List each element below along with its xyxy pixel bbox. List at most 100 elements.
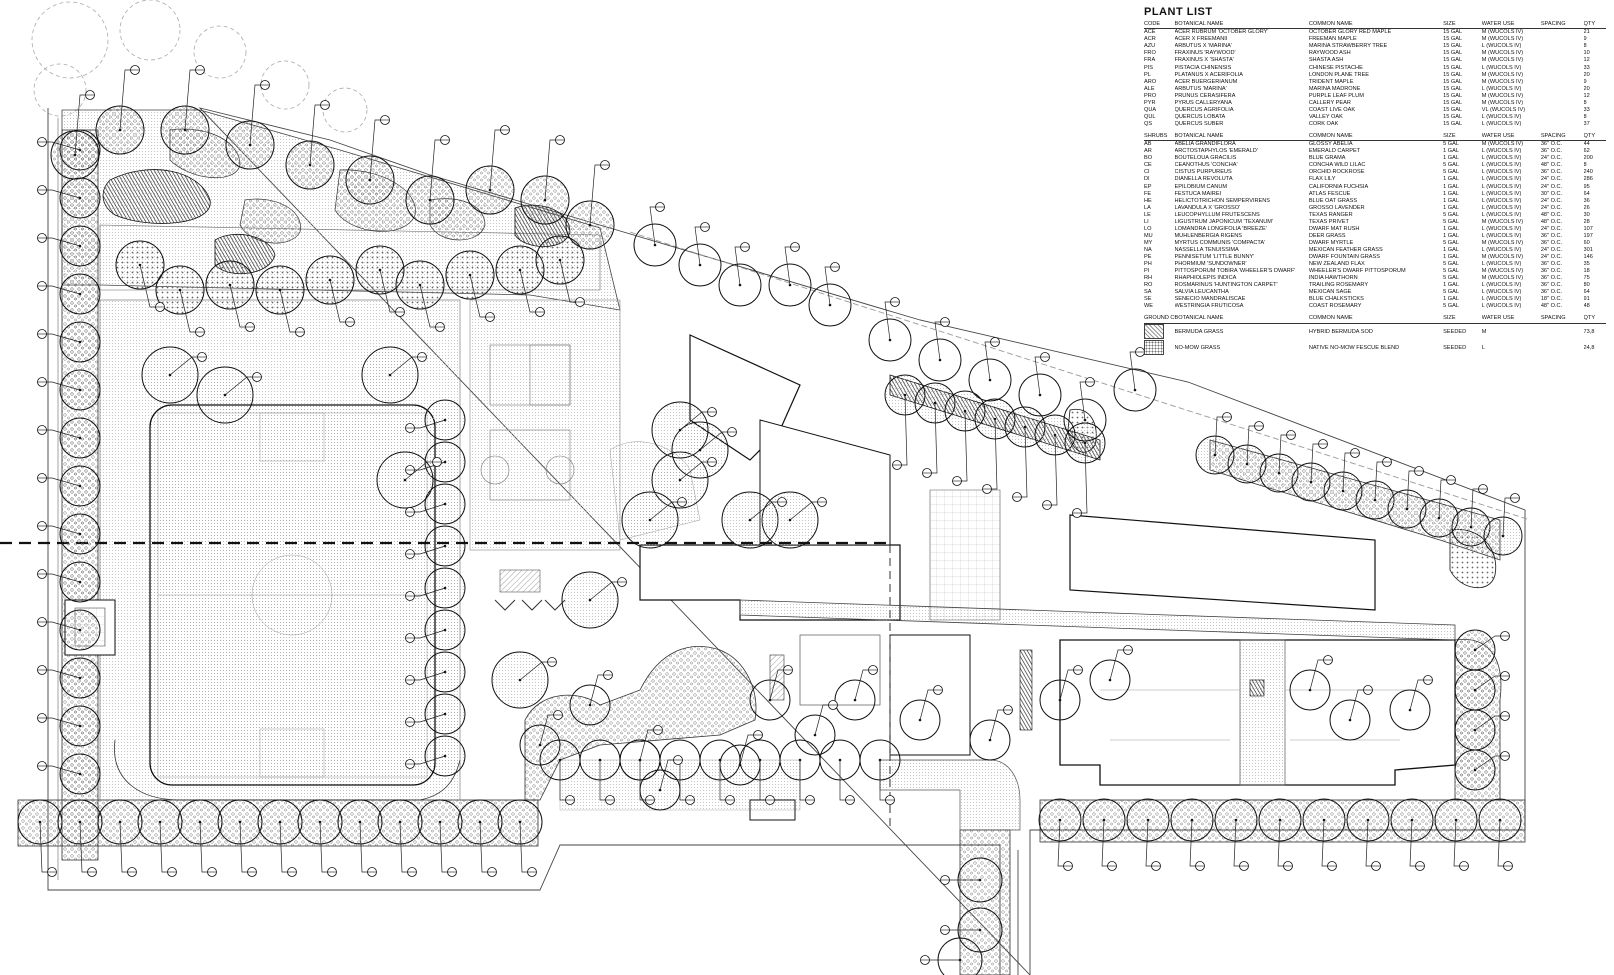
groundcover-water: M bbox=[1481, 328, 1487, 335]
groundcover-size: SEEDED bbox=[1443, 328, 1467, 335]
schedule-cell: M (WUCOLS IV) bbox=[1481, 57, 1524, 64]
schedule-cell: WESTRINGIA FRUTICOSA bbox=[1174, 303, 1244, 310]
schedule-cell: L (WUCOLS IV) bbox=[1481, 43, 1522, 50]
groundcover-size: SEEDED bbox=[1443, 344, 1467, 351]
schedule-cell: 91 bbox=[1583, 296, 1590, 303]
schedule-cell bbox=[1541, 93, 1584, 100]
tree-canopy bbox=[633, 223, 677, 267]
groundcover-qty: 73,8 bbox=[1583, 328, 1595, 335]
schedule-cell: 24" O.C. bbox=[1540, 155, 1563, 162]
schedule-cell: 24" O.C. bbox=[1540, 225, 1563, 232]
schedule-cell: 15 GAL bbox=[1443, 106, 1463, 113]
schedule-cell: 24" O.C. bbox=[1540, 246, 1563, 253]
schedule-cell: AB bbox=[1144, 141, 1152, 148]
schedule-cell bbox=[1541, 121, 1584, 128]
schedule-cell: PENNISETUM 'LITTLE BUNNY' bbox=[1174, 254, 1255, 260]
schedule-cell: 8 bbox=[1583, 43, 1587, 50]
schedule-cell: 36" O.C. bbox=[1540, 289, 1563, 296]
schedule-cell: 36" O.C. bbox=[1540, 282, 1563, 289]
column-header: SPACING bbox=[1540, 21, 1584, 30]
schedule-cell: 44 bbox=[1583, 141, 1590, 148]
schedule-cell: NA bbox=[1144, 246, 1152, 253]
schedule-cell: 5 GAL bbox=[1443, 268, 1459, 275]
schedule-cell: 20 bbox=[1583, 71, 1590, 78]
tree-canopy bbox=[17, 799, 63, 845]
schedule-cell: 200 bbox=[1583, 155, 1593, 162]
schedule-cell bbox=[1541, 79, 1584, 86]
schedule-cell bbox=[1541, 43, 1584, 50]
play-courts bbox=[469, 299, 621, 611]
schedule-cell: BLUE GRAMA bbox=[1308, 155, 1346, 162]
tree-canopy bbox=[1018, 373, 1062, 417]
column-header: QTY bbox=[1583, 315, 1606, 324]
schedule-cell bbox=[1541, 86, 1584, 93]
schedule-cell: 5 GAL bbox=[1443, 162, 1459, 169]
tree-canopy bbox=[1389, 689, 1431, 731]
groundcover-common: HYBRID BERMUDA SOD bbox=[1308, 328, 1373, 335]
schedule-cell: 15 GAL bbox=[1443, 36, 1463, 43]
schedule-cell: LAVANDULA X 'GROSSO' bbox=[1174, 204, 1241, 211]
schedule-cell: 37 bbox=[1583, 120, 1590, 127]
schedule-cell bbox=[1541, 29, 1584, 37]
schedule-cell: EPILOBIUM CANUM bbox=[1174, 183, 1228, 190]
schedule-cell: PE bbox=[1144, 254, 1152, 260]
schedule-cell: ROSMARINUS 'HUNTINGTON CARPET' bbox=[1174, 282, 1278, 289]
schedule-cell: 60 bbox=[1583, 239, 1590, 246]
column-header: SPACING bbox=[1540, 132, 1584, 142]
column-header: BOTANICAL NAME bbox=[1174, 21, 1309, 30]
schedule-cell: 18 bbox=[1583, 268, 1590, 275]
schedule-cell: TRIDENT MAPLE bbox=[1308, 78, 1354, 85]
schedule-cell: 5 GAL bbox=[1443, 261, 1459, 268]
schedule-cell bbox=[1541, 65, 1584, 72]
schedule-cell: QUERCUS LOBATA bbox=[1174, 113, 1226, 120]
column-header: BOTANICAL NAME bbox=[1174, 132, 1309, 142]
schedule-cell: 8 bbox=[1583, 113, 1587, 120]
schedule-cell: FRAXINUS 'RAYWOOD' bbox=[1174, 50, 1236, 57]
column-header: COMMON NAME bbox=[1308, 21, 1444, 30]
tree-canopy bbox=[497, 799, 543, 845]
tree-canopy bbox=[337, 799, 383, 845]
schedule-cell: 20 bbox=[1583, 85, 1590, 92]
tree-canopy bbox=[1434, 798, 1478, 842]
schedule-cell: HELICTOTRICHON SEMPERVIRENS bbox=[1174, 197, 1271, 204]
schedule-cell: 12 bbox=[1583, 57, 1590, 64]
schedule-cell: SENECIO MANDRALISCAE bbox=[1174, 296, 1246, 303]
schedule-cell: 1 GAL bbox=[1443, 183, 1459, 190]
schedule-cell: DIANELLA REVOLUTA bbox=[1174, 176, 1233, 183]
schedule-cell: 9 bbox=[1583, 36, 1587, 43]
schedule-cell: PIS bbox=[1144, 64, 1154, 71]
schedule-cell: 36 bbox=[1583, 197, 1590, 204]
schedule-cell: FREEMAN MAPLE bbox=[1308, 36, 1357, 43]
schedule-cell: 301 bbox=[1583, 246, 1593, 253]
schedule-cell: 36" O.C. bbox=[1540, 141, 1563, 148]
schedule-cell: 15 GAL bbox=[1443, 78, 1463, 85]
schedule-cell: M (WUCOLS IV) bbox=[1481, 275, 1524, 282]
callout-leader bbox=[984, 341, 995, 381]
schedule-cell: L (WUCOLS IV) bbox=[1481, 155, 1522, 162]
schedule-cell: 15 GAL bbox=[1443, 92, 1463, 99]
column-header: WATER USE bbox=[1481, 21, 1541, 30]
schedule-cell: L (WUCOLS IV) bbox=[1481, 85, 1522, 92]
schedule-cell: 15 GAL bbox=[1443, 50, 1463, 57]
tree-canopy bbox=[519, 724, 561, 766]
schedule-cell: 15 GAL bbox=[1443, 57, 1463, 64]
tree-canopy bbox=[417, 799, 463, 845]
schedule-cell: ORCHID ROCKROSE bbox=[1308, 169, 1365, 176]
schedule-cell: QUERCUS AGRIFOLIA bbox=[1174, 106, 1234, 113]
column-header: SHRUBS bbox=[1144, 132, 1175, 142]
schedule-cell: 1 GAL bbox=[1443, 176, 1459, 183]
tree-canopy bbox=[1214, 798, 1258, 842]
groundcover-row: BERMUDA GRASS HYBRID BERMUDA SOD SEEDED … bbox=[1144, 323, 1606, 340]
